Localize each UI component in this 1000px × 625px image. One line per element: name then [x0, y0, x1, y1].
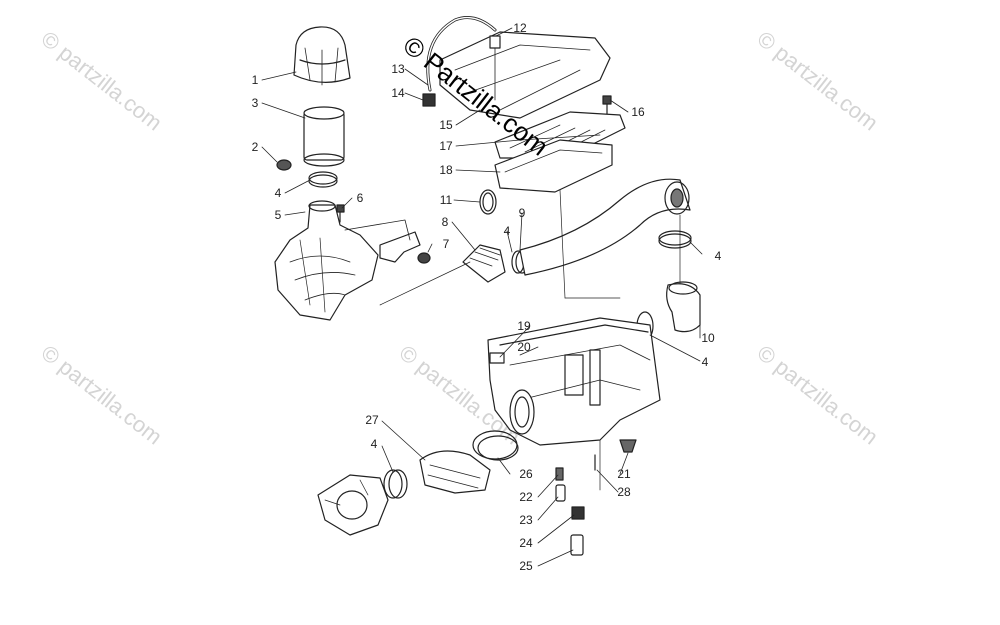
- part-13-hose: [426, 16, 497, 92]
- callout-2: 2: [251, 140, 259, 154]
- part-26-clamp: [472, 430, 519, 461]
- part-16-screw: [602, 95, 612, 116]
- callout-28: 28: [617, 485, 631, 499]
- part-14-clip: [422, 93, 436, 107]
- throttle-body: [317, 474, 389, 536]
- callout-8: 8: [441, 215, 449, 229]
- part-2-nut: [276, 159, 292, 171]
- callout-7: 7: [442, 237, 450, 251]
- part-22-pin: [555, 467, 564, 481]
- callout-17: 17: [439, 139, 453, 153]
- part-24-grommet: [571, 506, 585, 520]
- airbox-outlet: [509, 389, 535, 435]
- callout-19: 19: [517, 319, 531, 333]
- callout-23: 23: [519, 513, 533, 527]
- callout-4-lower-left: 4: [370, 437, 378, 451]
- part-18-frame: [494, 139, 613, 193]
- callout-24: 24: [519, 536, 533, 550]
- callout-22: 22: [519, 490, 533, 504]
- bracket-plate: [344, 219, 421, 263]
- callout-4-middle: 4: [503, 224, 511, 238]
- part-15-airbox-cover: [439, 31, 611, 119]
- part-19-clip: [489, 352, 505, 364]
- callout-27: 27: [365, 413, 379, 427]
- callout-leaders: [261, 27, 703, 567]
- callout-5: 5: [274, 208, 282, 222]
- part-23-sleeve: [555, 484, 566, 502]
- part-27-boot: [419, 450, 491, 494]
- part-4-clamp-lower-left: [383, 469, 408, 499]
- part-6-bolt: [336, 204, 345, 223]
- part-21-grommet: [619, 439, 637, 453]
- callout-18: 18: [439, 163, 453, 177]
- callout-11: 11: [439, 193, 453, 207]
- callout-16: 16: [631, 105, 645, 119]
- part-4-clamp-upper-left: [308, 171, 338, 188]
- callout-13: 13: [391, 62, 405, 76]
- callout-25: 25: [519, 559, 533, 573]
- callout-10: 10: [701, 331, 715, 345]
- part-8-rubber-boot: [462, 244, 506, 283]
- callout-14: 14: [391, 86, 405, 100]
- callout-6: 6: [356, 191, 364, 205]
- callout-4-upper-left: 4: [274, 186, 282, 200]
- part-1-dome-cover: [293, 26, 351, 86]
- callout-4-right-lower: 4: [701, 355, 709, 369]
- callout-20: 20: [517, 340, 531, 354]
- part-12-fitting: [489, 35, 501, 101]
- part-25-spacer: [570, 534, 584, 556]
- part-9-intake-duct: [519, 178, 691, 276]
- callout-21: 21: [617, 467, 631, 481]
- callout-1: 1: [251, 73, 259, 87]
- part-10-elbow: [666, 281, 701, 333]
- callout-4-right: 4: [714, 249, 722, 263]
- callout-9: 9: [518, 206, 526, 220]
- part-5-intake-housing: [274, 200, 379, 321]
- callout-3: 3: [251, 96, 259, 110]
- callout-15: 15: [439, 118, 453, 132]
- part-7-nut: [417, 252, 431, 264]
- part-4-clamp-right: [658, 230, 692, 249]
- callout-26: 26: [519, 467, 533, 481]
- part-11-clamp: [479, 189, 497, 215]
- callout-12: 12: [513, 21, 527, 35]
- part-3-filter-element: [303, 106, 345, 167]
